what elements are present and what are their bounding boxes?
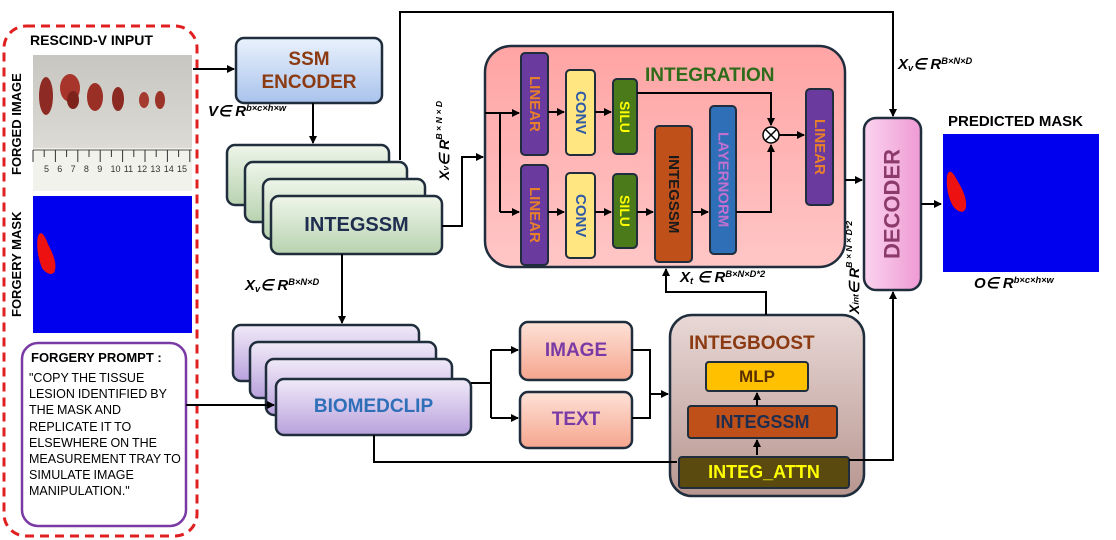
v-shape-label: V∈ Rb×c×h×w — [208, 103, 287, 121]
ruler-number: 15 — [177, 164, 188, 174]
ruler-number: 9 — [97, 164, 103, 174]
ruler-number: 8 — [83, 164, 89, 174]
integssm-stack — [225, 143, 444, 256]
integration-title: INTEGRATION — [645, 65, 775, 86]
silu-bottom-label: SILU — [617, 195, 633, 227]
ruler-number: 10 — [110, 164, 121, 174]
integssm-inner-box — [654, 125, 693, 263]
biomedclip-stack — [231, 323, 473, 437]
ssm-encoder-box — [234, 36, 384, 105]
connector-lines — [186, 11, 942, 463]
biomedclip-label: BIOMEDCLIP — [313, 396, 434, 417]
silu-top-box — [612, 78, 638, 155]
forgery-prompt-box — [20, 341, 188, 528]
forged-image — [32, 55, 192, 191]
ruler-number: 12 — [137, 164, 148, 174]
ssm-encoder-line1: SSM — [288, 48, 330, 70]
image-box-label: IMAGE — [544, 340, 608, 361]
linear-output-label: LINEAR — [811, 119, 828, 175]
linear-top-box — [520, 52, 549, 156]
xv-top-label: Xv∈ RB×N×D — [898, 56, 973, 74]
predicted-mask-region — [946, 171, 967, 212]
conv-bottom-box — [565, 172, 596, 259]
linear-top-label: LINEAR — [526, 76, 543, 132]
ruler-number: 6 — [57, 164, 63, 174]
predicted-mask-image — [943, 134, 1099, 272]
integboost-title: INTEGBOOST — [689, 333, 815, 354]
xv-mid-label: Xv∈ RB×N×D — [245, 277, 320, 295]
input-panel-title: RESCIND-V INPUT — [30, 32, 153, 48]
xt-label: Xt ∈ RB×N×D*2 — [680, 269, 766, 287]
forgery-prompt-text: "COPY THE TISSUE LESION IDENTIFIED BY TH… — [29, 371, 181, 499]
xint-label: Xint∈ RB×N×D*2 — [844, 220, 862, 314]
forgery-prompt-title: FORGERY PROMPT : — [31, 350, 162, 365]
integboost-integssm-label: INTEGSSM — [715, 411, 810, 432]
linear-bottom-label: LINEAR — [526, 187, 543, 243]
input-panel-border — [2, 24, 199, 538]
integssm-stack-label: INTEGSSM — [304, 213, 409, 236]
layernorm-box — [709, 105, 737, 255]
mlp-box — [705, 361, 809, 392]
ruler-number: 5 — [44, 164, 50, 174]
forgery-mask-label: FORGERY MASK — [9, 211, 24, 317]
forgery-mask-region — [37, 233, 56, 274]
ruler-number: 13 — [150, 164, 161, 174]
linear-output-box — [805, 88, 834, 206]
output-shape-label: O∈ Rb×c×h×w — [974, 275, 1054, 293]
ruler-number: 14 — [163, 164, 174, 174]
silu-top-label: SILU — [617, 100, 633, 133]
integboost-integssm-box — [687, 405, 838, 439]
ruler-number: 11 — [123, 164, 134, 174]
integssm-inner-label: INTEGSSM — [665, 154, 682, 234]
forgery-mask-image — [33, 196, 192, 333]
text-encoder-box — [518, 390, 634, 450]
ssm-encoder-line2: ENCODER — [261, 71, 357, 93]
ssm-encoder-label: SSM ENCODER — [236, 38, 382, 103]
integ-attn-label: INTEG_ATTN — [708, 462, 820, 482]
mlp-label: MLP — [739, 366, 775, 386]
integ-attn-box — [678, 456, 850, 489]
decoder-label: DECODER — [879, 149, 905, 260]
conv-top-label: CONV — [572, 90, 589, 135]
forged-image-label: FORGED IMAGE — [9, 73, 24, 175]
ruler-number: 7 — [70, 164, 76, 174]
conv-bottom-label: CONV — [572, 193, 589, 238]
text-box-label: TEXT — [551, 409, 601, 430]
linear-bottom-box — [520, 164, 549, 266]
layernorm-label: LAYERNORM — [714, 132, 732, 228]
xv-side-label: Xv∈ RB×N×D — [434, 100, 452, 180]
predicted-mask-title: PREDICTED MASK — [948, 113, 1084, 130]
